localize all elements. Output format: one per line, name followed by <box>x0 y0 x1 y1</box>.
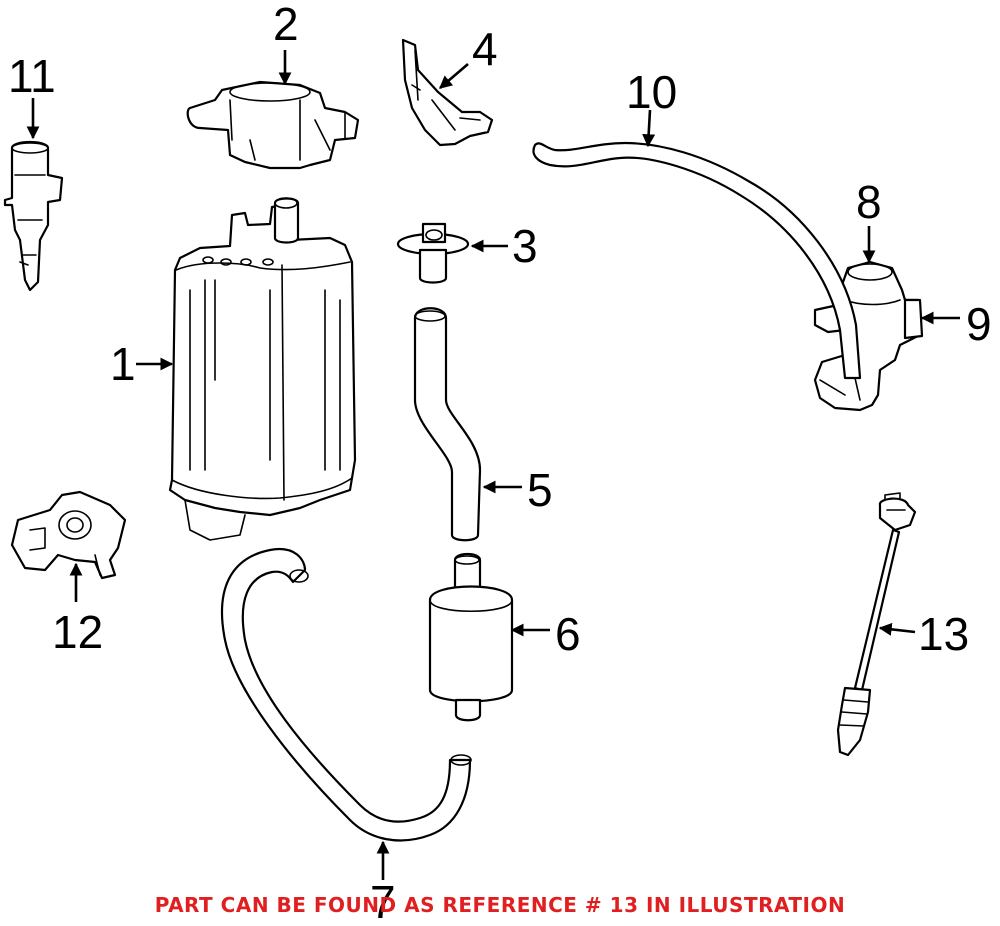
hose-10[interactable] <box>532 141 862 380</box>
svg-text:8: 8 <box>856 176 882 228</box>
callout-8: 8 <box>856 176 882 264</box>
hose-5[interactable] <box>413 307 482 542</box>
callout-3: 3 <box>470 220 538 272</box>
fuel-filter[interactable] <box>428 552 514 722</box>
svg-text:13: 13 <box>918 608 969 660</box>
grommet[interactable] <box>396 222 470 284</box>
sensor-11[interactable] <box>3 140 64 292</box>
callout-5: 5 <box>482 464 553 516</box>
callout-7: 7 <box>370 840 396 926</box>
oxygen-sensor[interactable] <box>836 492 917 757</box>
mounting-bracket[interactable] <box>401 38 494 147</box>
svg-text:10: 10 <box>626 66 677 118</box>
svg-text:2: 2 <box>273 0 299 50</box>
svg-text:12: 12 <box>52 606 103 658</box>
callout-1: 1 <box>110 338 174 390</box>
callout-2: 2 <box>273 0 299 86</box>
callout-13: 13 <box>878 608 969 660</box>
svg-text:11: 11 <box>8 50 56 102</box>
callout-12: 12 <box>52 562 103 658</box>
sensor-12[interactable] <box>10 490 127 580</box>
svg-text:9: 9 <box>966 298 992 350</box>
callout-4: 4 <box>439 23 498 89</box>
callout-6: 6 <box>510 608 581 660</box>
callout-11: 11 <box>8 50 56 140</box>
callout-9: 9 <box>920 298 992 350</box>
charcoal-canister[interactable] <box>168 197 357 541</box>
svg-text:5: 5 <box>527 464 553 516</box>
purge-valve[interactable] <box>186 80 360 170</box>
svg-text:3: 3 <box>512 220 538 272</box>
svg-text:7: 7 <box>370 876 396 926</box>
svg-text:6: 6 <box>555 608 581 660</box>
callout-10: 10 <box>626 66 677 148</box>
reference-note: PART CAN BE FOUND AS REFERENCE # 13 IN I… <box>154 893 846 917</box>
svg-text:1: 1 <box>110 338 136 390</box>
hose-7[interactable] <box>220 547 472 842</box>
svg-text:4: 4 <box>472 23 498 75</box>
